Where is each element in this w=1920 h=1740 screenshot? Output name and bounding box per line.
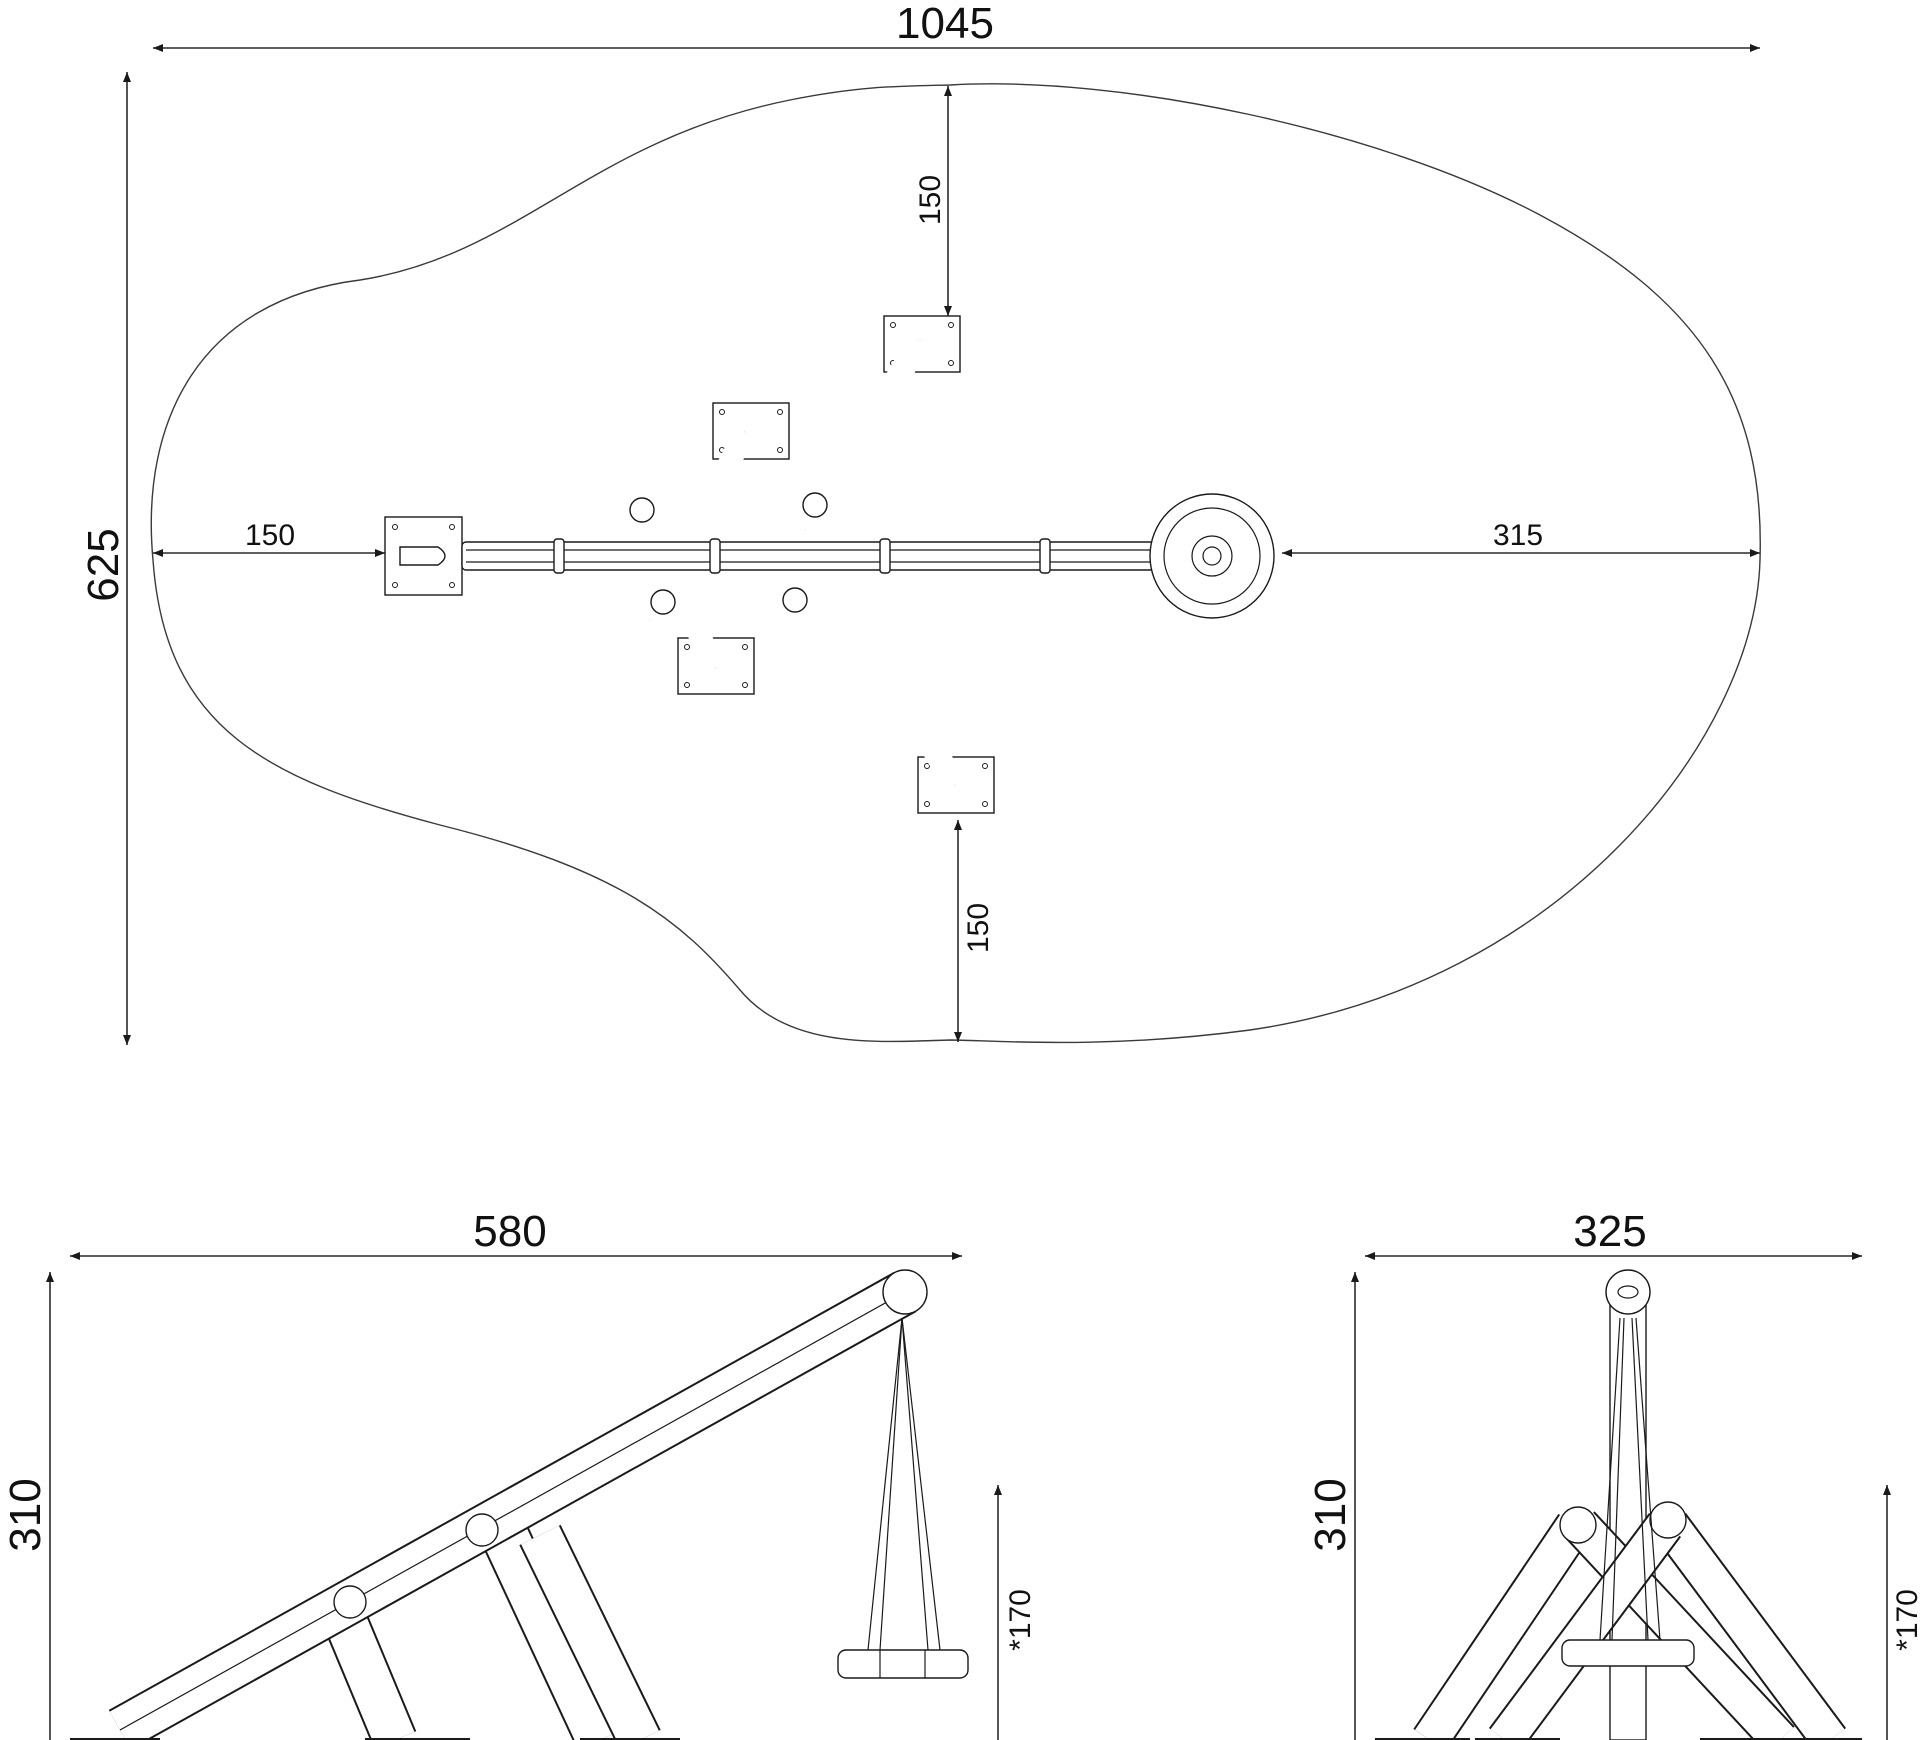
plan-view: 1045 625 150 315 150 150 [79,0,1761,1045]
side-beam-end-cap [882,1269,928,1315]
plan-left-label: 150 [245,519,295,552]
joint-caps [629,492,828,615]
front-view: 325 310 *170 [1306,1207,1920,1740]
plan-top-label: 150 [914,175,947,225]
front-nest-seat [1561,1639,1695,1667]
plan-height-label: 625 [79,528,128,601]
front-width-label: 325 [1573,1207,1646,1256]
nest-seat-plan [1149,493,1275,619]
front-beam-end-cap [1605,1269,1651,1315]
plan-right-label: 315 [1493,519,1543,552]
side-height-label: 310 [1,1478,50,1551]
front-seat-height-label: *170 [1891,1589,1920,1651]
side-view: 580 310 *170 [1,1207,1037,1740]
main-beam-plan [399,538,1193,574]
side-nest-seat [837,1649,969,1679]
leg-tubes [630,333,966,792]
plan-bottom-label: 150 [962,903,995,953]
front-height-label: 310 [1306,1478,1355,1551]
side-seat-height-label: *170 [1004,1589,1037,1651]
safety-zone-outline [150,83,1761,1044]
side-width-label: 580 [473,1207,546,1256]
plan-width-label: 1045 [896,0,994,48]
front-center-column [1609,1299,1647,1740]
